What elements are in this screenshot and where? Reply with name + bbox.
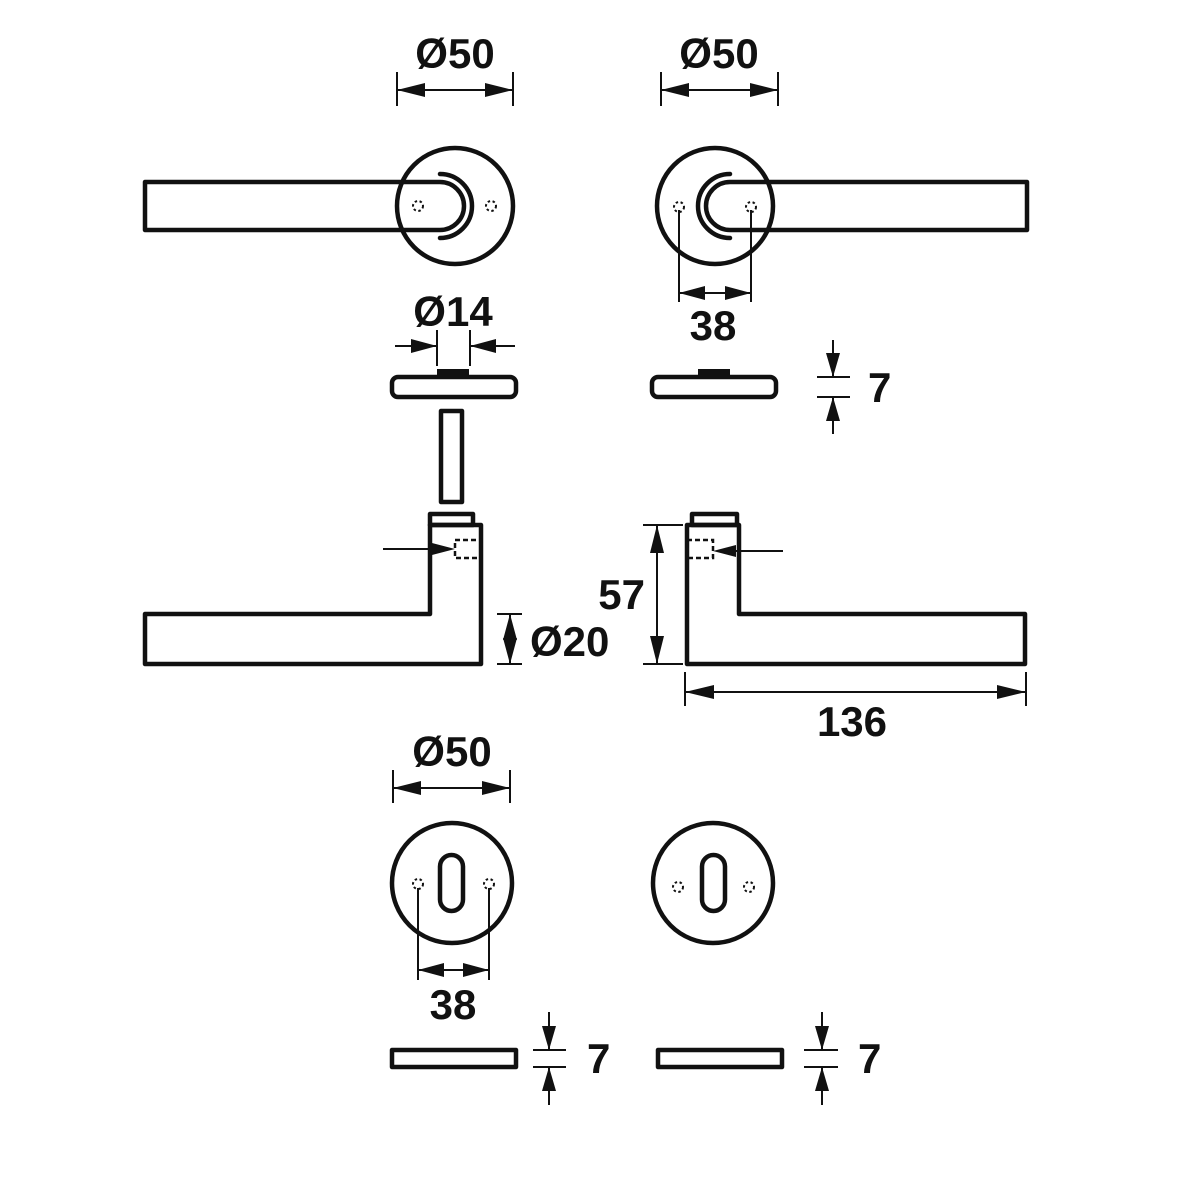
dimension-escutcheon-height-right: 7	[804, 1012, 881, 1105]
dimension-lever-height: 57	[598, 524, 683, 665]
lever-arm	[142, 179, 467, 233]
lever-profile	[142, 522, 484, 667]
rose-plate	[649, 374, 779, 400]
rose-outline	[654, 145, 776, 267]
escutcheon-front-right	[650, 820, 776, 946]
spindle	[438, 408, 465, 505]
spindle-boss	[698, 369, 730, 378]
lever-front-left	[142, 145, 516, 267]
lever-neck	[695, 171, 733, 241]
dimension-screw-spacing-bottom: 38	[417, 888, 490, 1028]
dimension-escutcheon-diameter: Ø50	[392, 728, 511, 803]
screw-hole	[673, 201, 685, 213]
lever-neck	[437, 171, 475, 241]
escutcheon-front-left	[389, 820, 515, 946]
grub-screw-hidden	[685, 538, 715, 560]
dimension-rose-diameter-right: Ø50	[660, 30, 779, 106]
dimension-lever-length: 136	[684, 672, 1027, 745]
rose-outline	[394, 145, 516, 267]
dimension-label: Ø50	[679, 30, 758, 77]
lever-collar	[427, 511, 476, 528]
dimension-escutcheon-height-left: 7	[533, 1012, 610, 1105]
dimension-label: Ø50	[412, 728, 491, 775]
screw-hole	[743, 881, 755, 893]
dimension-label: 7	[868, 364, 891, 411]
dimension-label: 38	[430, 981, 477, 1028]
dimension-label: Ø14	[413, 288, 493, 335]
dimension-label: 136	[817, 698, 887, 745]
screw-hole	[412, 200, 424, 212]
screw-hole	[485, 200, 497, 212]
lever-side-view-left	[142, 511, 484, 667]
spindle-boss	[437, 369, 469, 378]
dimension-label: 57	[598, 571, 645, 618]
screw-hole	[672, 881, 684, 893]
escutcheon-side-view-left	[389, 1047, 519, 1070]
dimension-rose-diameter-left: Ø50	[396, 30, 514, 106]
dimension-label: 7	[858, 1035, 881, 1082]
keyhole-slot	[437, 852, 466, 914]
lever-front-right	[654, 145, 1030, 267]
escutcheon-side-view-right	[655, 1047, 785, 1070]
keyhole-slot	[699, 852, 728, 914]
lever-side-view-right	[684, 511, 1028, 667]
lever-profile	[684, 522, 1028, 667]
screw-hole	[412, 878, 424, 890]
escutcheon-outline	[650, 820, 776, 946]
escutcheon-outline	[389, 820, 515, 946]
lever-arm	[703, 179, 1030, 233]
dimension-screw-spacing-top: 38	[678, 210, 752, 349]
rose-side-view-left	[389, 369, 519, 400]
screw-hole	[745, 201, 757, 213]
dimension-label: 7	[587, 1035, 610, 1082]
dimension-spindle-diameter: Ø14	[395, 288, 515, 366]
dimension-label: 38	[690, 302, 737, 349]
dimension-rose-height: 7	[817, 340, 891, 434]
dimension-label: Ø50	[415, 30, 494, 77]
grub-screw-hidden	[453, 538, 483, 560]
rose-side-view-right	[649, 369, 779, 400]
lever-collar	[689, 511, 740, 528]
screw-hole	[483, 878, 495, 890]
dimension-label: Ø20	[530, 618, 609, 665]
dimension-lever-diameter: Ø20	[497, 613, 609, 665]
rose-plate	[389, 374, 519, 400]
